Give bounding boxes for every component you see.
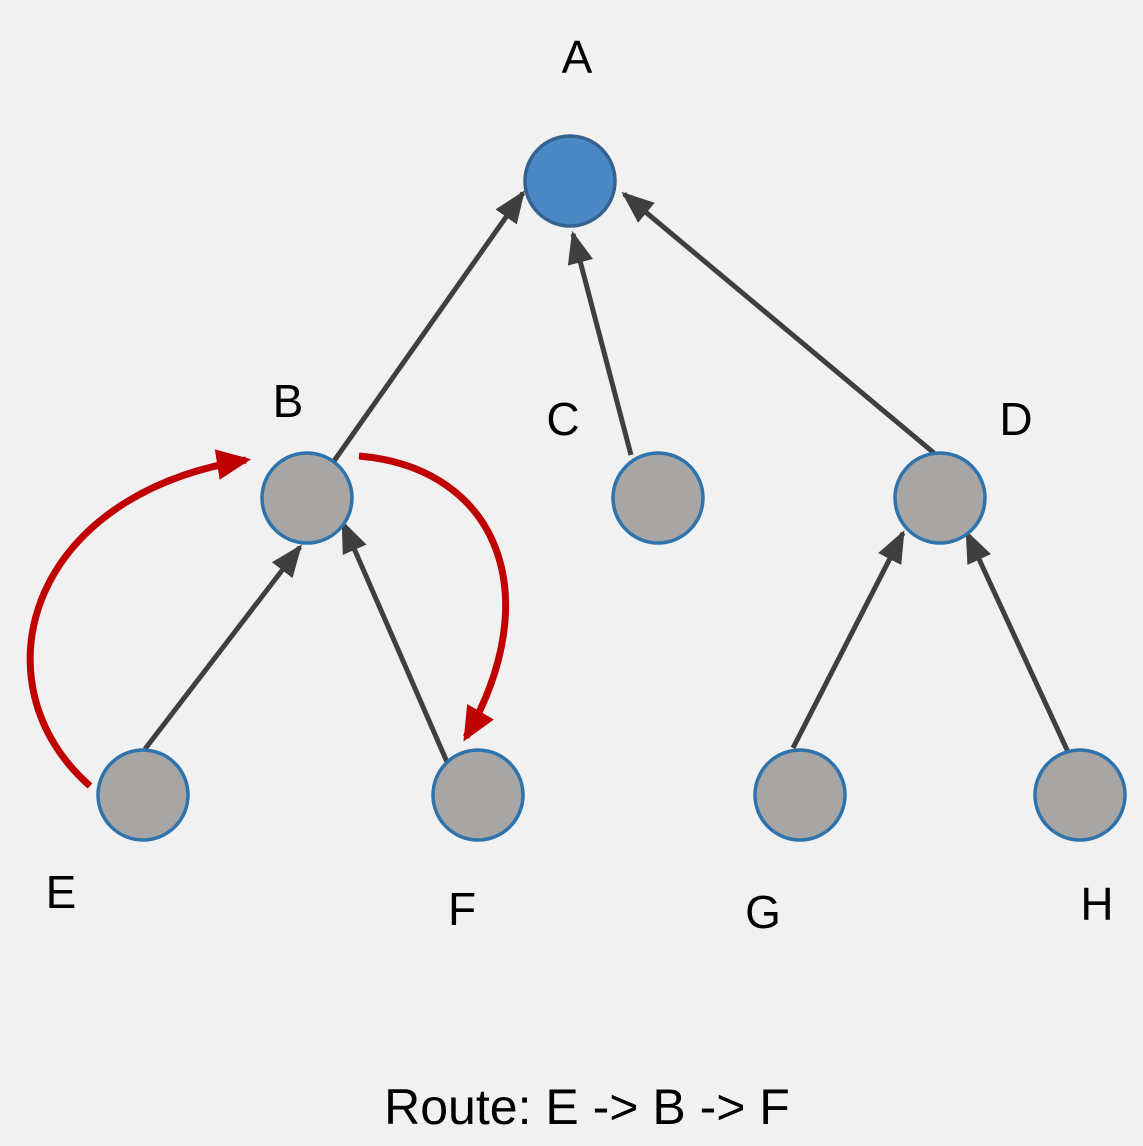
node-label-H: H xyxy=(1080,878,1113,930)
edge-C-A xyxy=(567,230,634,456)
node-label-B: B xyxy=(273,375,304,427)
route-arc-B-F xyxy=(358,452,510,742)
node-label-G: G xyxy=(745,886,781,938)
edges-layer xyxy=(143,190,1071,763)
node-labels-layer: A B C D E F G H xyxy=(46,31,1114,938)
node-F xyxy=(431,748,525,842)
node-H xyxy=(1033,748,1127,842)
node-label-F: F xyxy=(448,883,476,935)
node-B xyxy=(260,451,354,545)
node-G xyxy=(753,748,847,842)
edge-F-B xyxy=(340,520,450,763)
route-arcs-layer xyxy=(26,449,510,789)
route-arc-E-B xyxy=(26,449,252,789)
edge-D-A xyxy=(621,191,936,455)
nodes-layer xyxy=(96,134,1127,842)
node-label-E: E xyxy=(46,866,77,918)
edge-E-B xyxy=(143,544,302,751)
node-C xyxy=(611,451,705,545)
edge-B-A xyxy=(331,190,526,463)
edge-G-D xyxy=(790,530,906,750)
node-label-A: A xyxy=(562,31,593,83)
node-A xyxy=(523,134,617,228)
node-label-D: D xyxy=(999,393,1032,445)
node-D xyxy=(893,451,987,545)
node-label-C: C xyxy=(546,393,579,445)
node-E xyxy=(96,748,190,842)
route-caption: Route: E -> B -> F xyxy=(384,1079,790,1135)
edge-H-D xyxy=(964,530,1071,754)
